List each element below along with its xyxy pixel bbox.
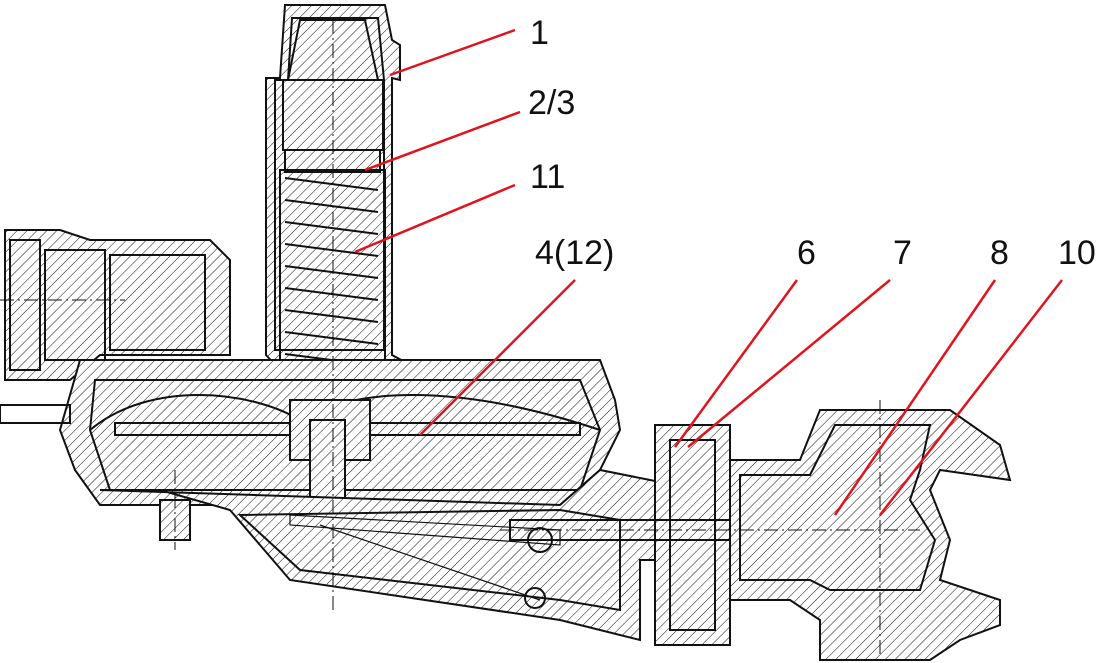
label-11: 11 (530, 158, 566, 196)
label-7: 7 (893, 234, 912, 272)
outlet-body (729, 409, 1012, 661)
leader-line-10 (879, 279, 1063, 516)
leader-line-1 (389, 28, 516, 77)
spring-housing (265, 4, 421, 371)
label-6: 6 (797, 234, 816, 272)
label-8: 8 (990, 234, 1009, 272)
label-4-12: 4(12) (535, 234, 615, 272)
valve-seat-assembly (509, 424, 913, 646)
leader-line-6 (673, 279, 799, 448)
leader-line-11 (354, 183, 516, 254)
leader-line-7 (687, 279, 891, 448)
label-2-3: 2/3 (528, 84, 576, 122)
label-10: 10 (1058, 234, 1096, 272)
leader-line-2-3 (364, 110, 521, 172)
inlet-connection (4, 229, 231, 381)
label-1: 1 (530, 14, 549, 52)
leader-line-4-12 (419, 279, 576, 436)
leader-line-8 (833, 279, 997, 516)
diaphragm-chamber (0, 359, 622, 506)
